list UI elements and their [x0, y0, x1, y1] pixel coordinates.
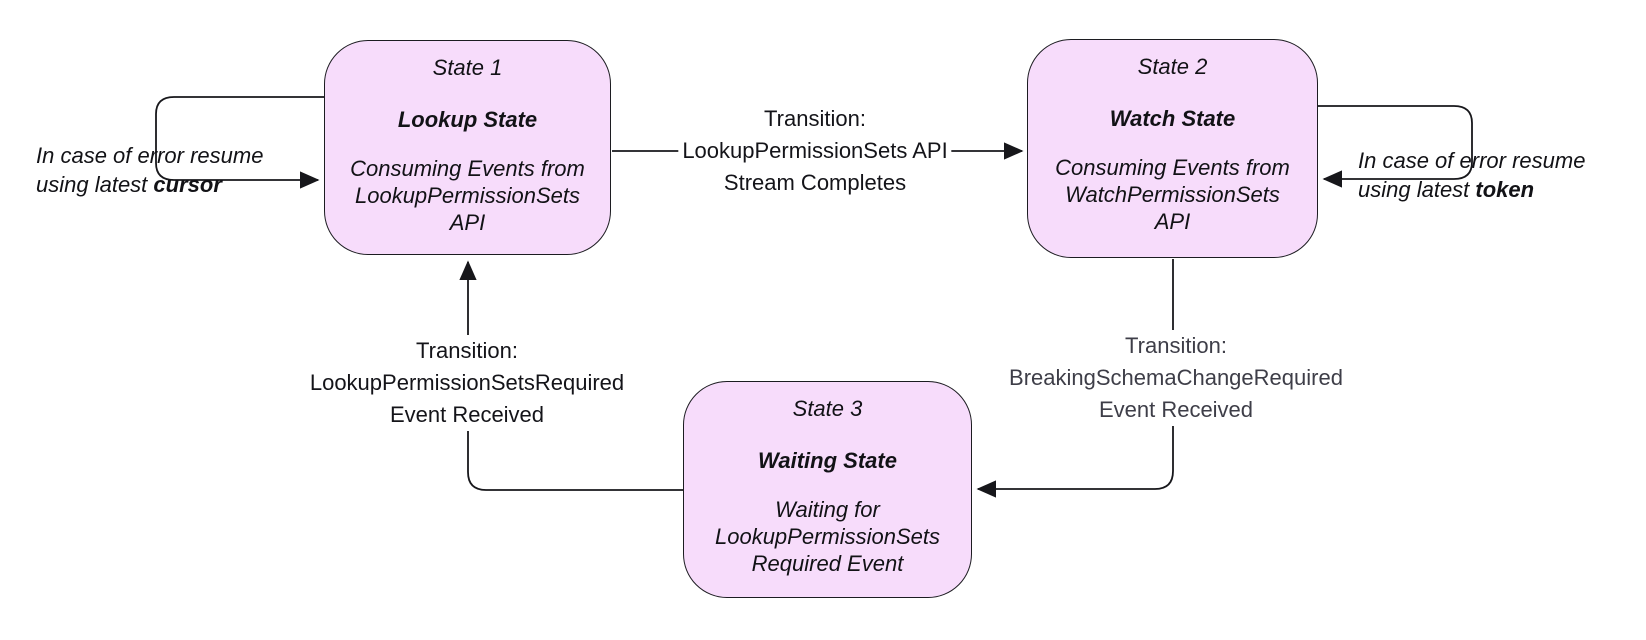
loop-label-emphasis: token	[1475, 177, 1535, 202]
state-node-waiting: State 3 Waiting State Waiting for Lookup…	[683, 381, 972, 598]
loop-label-text: In case of error resume using latest	[1358, 148, 1586, 202]
edge-state2-to-state3	[976, 259, 1174, 498]
transition-label-breaking-schema-change: Transition: BreakingSchemaChangeRequired…	[1005, 330, 1347, 426]
state-description: Waiting for LookupPermissionSets Require…	[714, 497, 940, 576]
state-name: Watch State	[1109, 106, 1236, 131]
error-loop-label-cursor: In case of error resume using latest cur…	[36, 112, 263, 199]
state-description: Consuming Events from LookupPermissionSe…	[350, 156, 585, 235]
loop-label-text: In case of error resume using latest	[36, 143, 264, 197]
error-loop-label-token: In case of error resume using latest tok…	[1358, 117, 1585, 204]
state-name: Lookup State	[397, 107, 538, 132]
edge-state3-to-state1	[459, 260, 683, 491]
transition-label-lookup-required-event: Transition: LookupPermissionSetsRequired…	[305, 335, 629, 431]
state-number: State 2	[1137, 54, 1208, 79]
state-name: Waiting State	[758, 448, 897, 473]
state-node-watch: State 2 Watch State Consuming Events fro…	[1027, 39, 1318, 258]
state-node-lookup: State 1 Lookup State Consuming Events fr…	[324, 40, 611, 255]
loop-label-emphasis: cursor	[153, 172, 222, 197]
state-description: Consuming Events from WatchPermissionSet…	[1055, 155, 1290, 234]
state-number: State 1	[432, 55, 503, 80]
transition-label-lookup-stream-completes: Transition: LookupPermissionSets API Str…	[678, 103, 952, 199]
state-number: State 3	[792, 396, 863, 421]
edge-error-loop-state1	[155, 96, 324, 189]
edge-error-loop-state2	[1318, 105, 1473, 188]
